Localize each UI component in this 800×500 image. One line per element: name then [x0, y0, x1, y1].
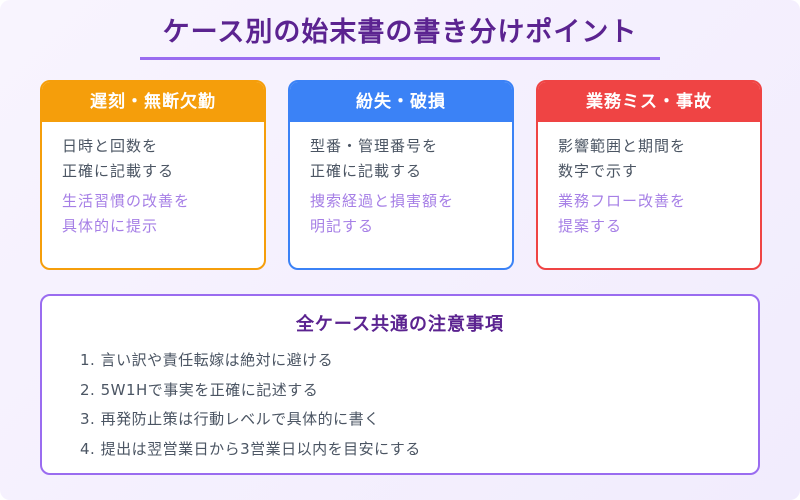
list-item: 2. 5W1Hで事実を正確に記述する	[80, 380, 319, 399]
card-body: 日時と回数を 正確に記載する 生活習慣の改善を 具体的に提示	[42, 122, 264, 239]
card-point-secondary: 生活習慣の改善を	[62, 192, 191, 210]
title-underline	[140, 57, 660, 60]
list-item: 4. 提出は翌営業日から3営業日以内を目安にする	[80, 439, 421, 458]
card-body: 型番・管理番号を 正確に記載する 捜索経過と損害額を 明記する	[290, 122, 512, 239]
card-point-primary: 影響範囲と期間を	[558, 137, 687, 155]
card-point-primary: 型番・管理番号を	[310, 137, 439, 155]
card-header: 遅刻・無断欠勤	[42, 82, 264, 122]
card-point-primary: 正確に記載する	[310, 162, 423, 180]
card-header: 紛失・破損	[290, 82, 512, 122]
page-title: ケース別の始末書の書き分けポイント	[162, 17, 638, 48]
card-point-primary: 日時と回数を	[62, 137, 159, 155]
common-notes-list: 1. 言い訳や責任転嫁は絶対に避ける 2. 5W1Hで事実を正確に記述する 3.…	[80, 346, 421, 464]
card-point-primary: 数字で示す	[558, 162, 639, 180]
card-point-secondary: 明記する	[310, 217, 375, 235]
card-point-secondary: 業務フロー改善を	[558, 192, 687, 210]
common-notes-title: 全ケース共通の注意事項	[295, 314, 505, 335]
card-point-secondary: 捜索経過と損害額を	[310, 192, 455, 210]
card-body: 影響範囲と期間を 数字で示す 業務フロー改善を 提案する	[538, 122, 760, 239]
card-header: 業務ミス・事故	[538, 82, 760, 122]
card-lateness-absence: 遅刻・無断欠勤 日時と回数を 正確に記載する 生活習慣の改善を 具体的に提示	[40, 80, 266, 270]
card-loss-damage: 紛失・破損 型番・管理番号を 正確に記載する 捜索経過と損害額を 明記する	[288, 80, 514, 270]
list-item: 3. 再発防止策は行動レベルで具体的に書く	[80, 410, 380, 428]
card-point-primary: 正確に記載する	[62, 162, 175, 180]
common-notes-box: 全ケース共通の注意事項 1. 言い訳や責任転嫁は絶対に避ける 2. 5W1Hで事…	[40, 294, 760, 475]
card-point-secondary: 提案する	[558, 217, 623, 235]
list-item: 1. 言い訳や責任転嫁は絶対に避ける	[80, 351, 334, 369]
card-work-error-accident: 業務ミス・事故 影響範囲と期間を 数字で示す 業務フロー改善を 提案する	[536, 80, 762, 270]
card-point-secondary: 具体的に提示	[62, 217, 159, 235]
